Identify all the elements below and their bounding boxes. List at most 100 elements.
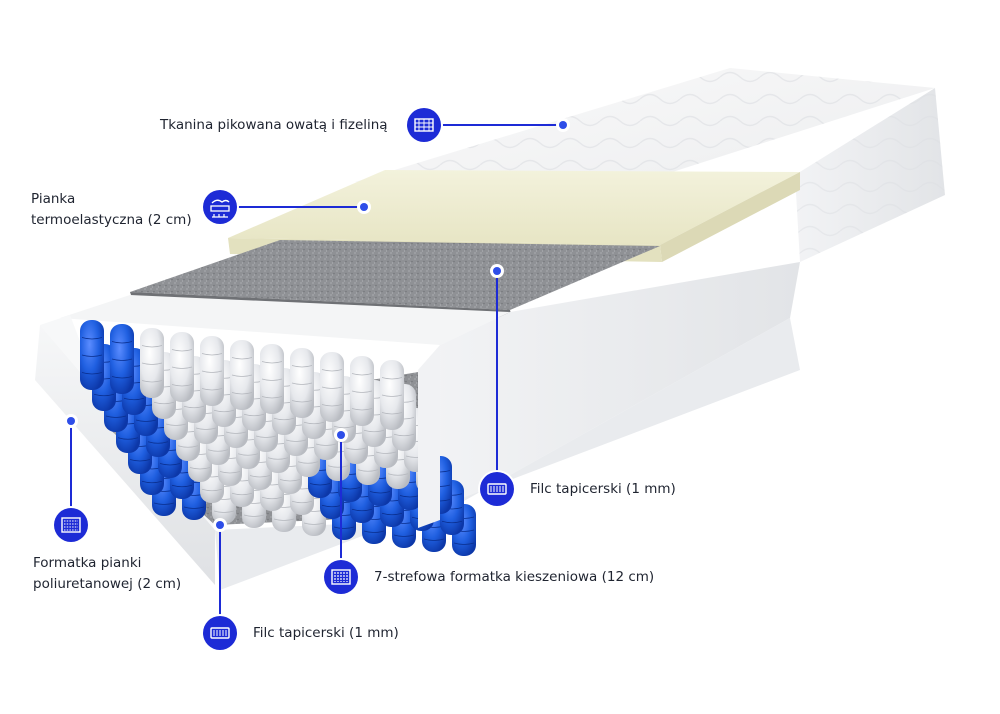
spring-coil-line <box>285 439 307 442</box>
spring-coil-line <box>111 341 133 344</box>
spring-coil-line <box>123 397 145 401</box>
spring-coil-line <box>93 393 115 397</box>
spring-coil-line <box>201 353 223 356</box>
spring-coil-line <box>135 419 157 422</box>
memory-foam-icon <box>203 190 237 224</box>
spring-coil-line <box>321 386 343 389</box>
spring-coil-line <box>165 423 187 426</box>
spring-coil-line <box>153 502 175 505</box>
spring-coil-line <box>423 538 445 541</box>
spring-coil-line <box>201 388 223 391</box>
spring-coil-line <box>141 362 163 365</box>
spring-coil-line <box>273 417 295 421</box>
spring-coil-line <box>333 526 355 529</box>
pocket-springs-block <box>80 320 476 556</box>
spring-coil-line <box>291 382 313 385</box>
spring-coil-line <box>183 506 205 509</box>
label-pocket-springs: 7-strefowa formatka kieszeniowa (12 cm) <box>374 569 655 585</box>
label-felt-bottom: Filc tapicerski (1 mm) <box>253 625 399 641</box>
spring-coil-line <box>351 390 373 393</box>
spring-coil-line <box>291 500 313 504</box>
spring-coil-line <box>81 372 103 375</box>
spring-coil-line <box>381 377 403 380</box>
spring-coil-line <box>225 431 247 434</box>
spring-coil-line <box>141 380 163 383</box>
spring-coil-line <box>261 496 283 500</box>
white-pocket-spring <box>140 328 164 398</box>
spring-coil-line <box>201 370 223 373</box>
spring-coil-line <box>213 510 235 513</box>
spring-coil-line <box>381 412 403 415</box>
connector-pu-foam <box>70 422 72 510</box>
spring-coil-line <box>81 354 103 357</box>
spring-coil-line <box>111 376 133 379</box>
label-pu-foam: Formatka pianki poliuretanowej (2 cm) <box>33 555 182 592</box>
white-pocket-spring <box>230 340 254 410</box>
connector-thermo-foam <box>237 206 363 208</box>
label-cover-fabric: Tkanina pikowana owatą i fizeliną <box>160 117 388 133</box>
inner-wall <box>418 345 440 528</box>
spring-coil-line <box>171 349 193 352</box>
spring-coil-line <box>261 378 283 381</box>
spring-coil-line <box>195 427 217 430</box>
spring-coil-line <box>117 437 139 440</box>
spring-coil-line <box>309 483 331 486</box>
spring-coil-line <box>231 392 253 395</box>
spring-coil-line <box>189 467 211 470</box>
spring-coil-line <box>243 514 265 517</box>
blue-pocket-spring <box>80 320 104 390</box>
spring-coil-line <box>387 473 409 476</box>
spring-coil-line <box>297 461 319 464</box>
white-pocket-spring <box>200 336 224 406</box>
spring-coil-line <box>249 475 271 478</box>
spring-coil-line <box>393 534 415 537</box>
spring-coil-line <box>363 429 385 433</box>
spring-coil-line <box>81 337 103 340</box>
spring-coil-line <box>141 480 163 484</box>
spring-coil-line <box>315 443 337 446</box>
spring-coil-line <box>261 396 283 399</box>
spring-coil-line <box>255 435 277 438</box>
spring-coil-line <box>363 530 385 533</box>
spring-coil-line <box>351 408 373 411</box>
spring-coil-line <box>129 459 151 462</box>
anchor-dot-cover <box>556 118 570 132</box>
spring-coil-line <box>375 451 397 454</box>
label-felt-right: Filc tapicerski (1 mm) <box>530 481 676 497</box>
spring-coil-line <box>381 512 403 516</box>
spring-coil-line <box>183 405 205 409</box>
spring-coil-line <box>231 357 253 360</box>
spring-coil-line <box>291 365 313 368</box>
spring-coil-line <box>303 522 325 525</box>
spring-coil-line <box>141 345 163 348</box>
spring-coil-line <box>321 369 343 372</box>
quilted-fabric-icon <box>407 108 441 142</box>
spring-coil-line <box>219 471 241 474</box>
white-pocket-spring <box>290 348 314 418</box>
spring-coil-line <box>279 479 301 482</box>
spring-coil-line <box>273 518 295 521</box>
spring-coil-line <box>357 469 379 472</box>
spring-coil-line <box>351 373 373 376</box>
anchor-dot-thermo-foam <box>357 200 371 214</box>
spring-coil-line <box>171 384 193 387</box>
spring-coil-line <box>333 425 355 429</box>
connector-felt-right <box>496 272 498 472</box>
spring-coil-line <box>111 358 133 361</box>
white-pocket-spring <box>170 332 194 402</box>
anchor-dot-felt-bottom <box>213 518 227 532</box>
spring-coil-line <box>267 457 289 460</box>
white-pocket-spring <box>350 356 374 426</box>
anchor-dot-pu-foam <box>64 414 78 428</box>
spring-coil-line <box>153 401 175 405</box>
connector-pocket-springs <box>340 436 342 560</box>
connector-felt-bottom <box>219 526 221 618</box>
white-pocket-spring <box>320 352 344 422</box>
spring-coil-line <box>105 415 127 418</box>
spring-coil-line <box>351 508 373 512</box>
label-thermo-foam: Pianka termoelastyczna (2 cm) <box>31 191 192 228</box>
spring-coil-line <box>237 453 259 456</box>
spring-coil-line <box>291 400 313 403</box>
spring-coil-line <box>171 366 193 369</box>
